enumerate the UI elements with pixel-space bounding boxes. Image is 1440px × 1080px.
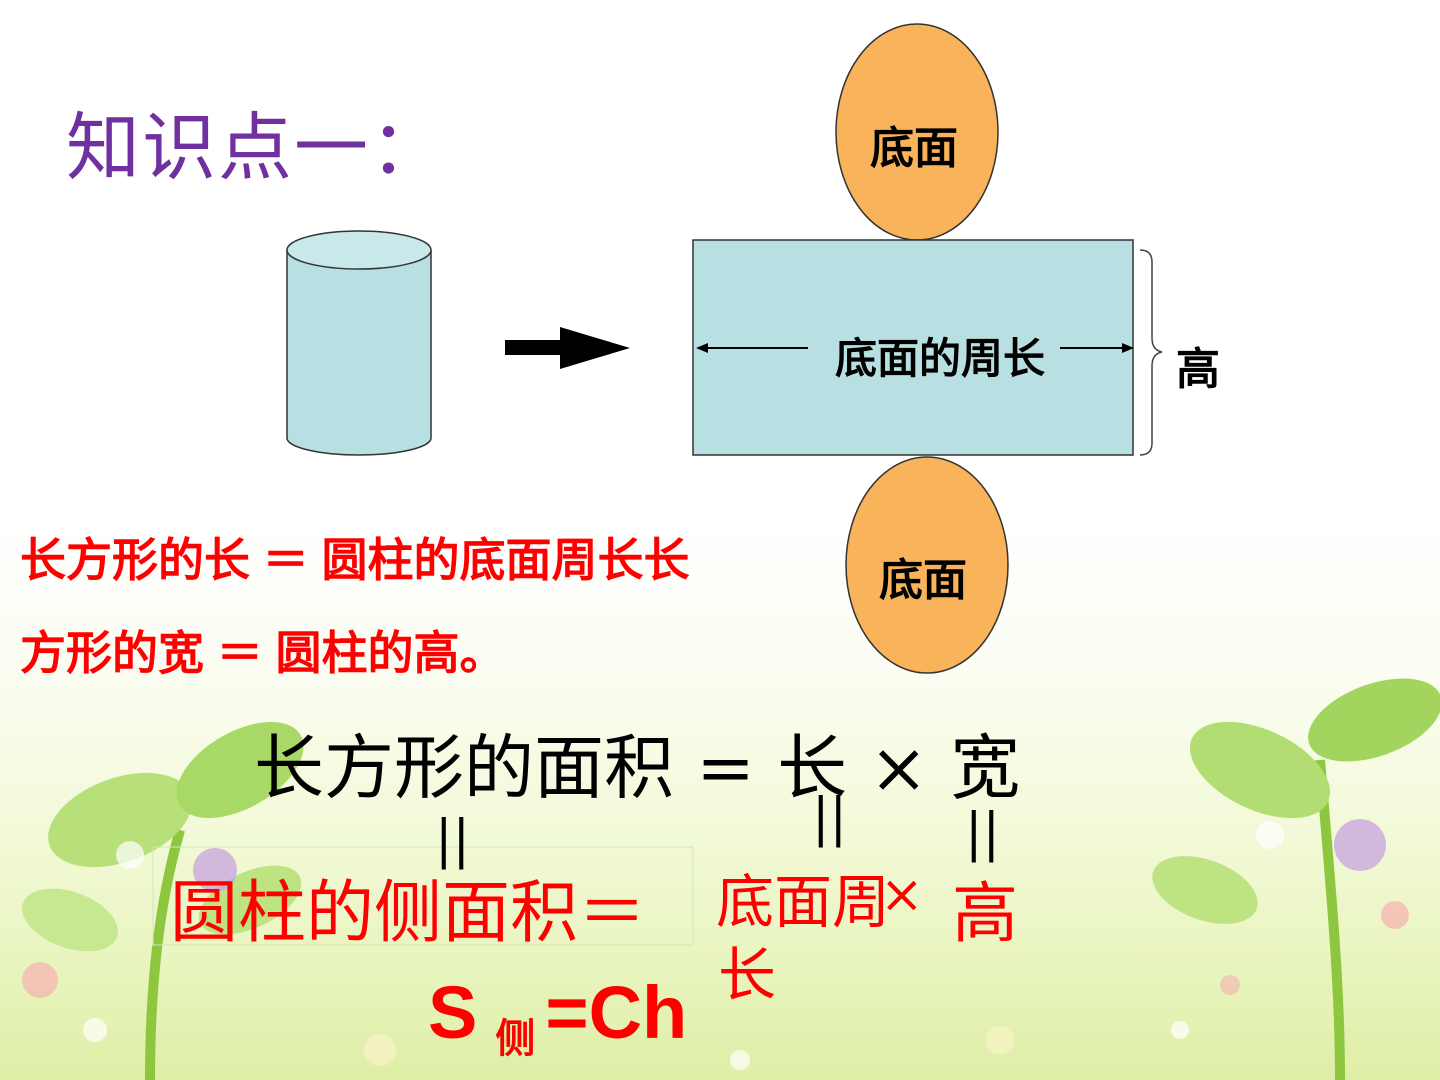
equal-mark-3: || [965, 803, 1001, 863]
statement-line-1: 长方形的长 ＝ 圆柱的底面周长长 [20, 534, 690, 586]
equal-mark-1: || [435, 810, 471, 870]
s-letter: S [428, 971, 478, 1054]
height-text: 高 [952, 875, 1018, 952]
statement-line-2: 方形的宽 ＝ 圆柱的高。 [20, 627, 506, 679]
height-label: 高 [1176, 345, 1220, 394]
dashed-frame [152, 846, 694, 946]
equal-mark-2: || [812, 788, 848, 848]
circumference-label: 底面的周长 [835, 335, 1046, 382]
bottom-base-circle [845, 456, 1009, 674]
bottom-base-label: 底面 [879, 556, 967, 605]
left-sprout [22, 721, 304, 1080]
page-title: 知识点一： [66, 105, 446, 191]
right-arrow-icon [505, 327, 630, 369]
times-sign: × [880, 865, 924, 925]
s-subscript: 侧 [495, 1017, 536, 1061]
base-perimeter-text: 底面周 [716, 868, 891, 936]
height-brace [1139, 249, 1163, 456]
lateral-area-label: 圆柱的侧面积＝ [170, 874, 647, 953]
base-perimeter-text-2: 长 [718, 941, 777, 1009]
right-sprout [1152, 678, 1440, 1080]
bokeh-dots [364, 1021, 1189, 1070]
top-base-label: 底面 [870, 124, 958, 173]
s-equals-ch: =Ch [545, 971, 688, 1054]
cylinder-shape [286, 230, 432, 456]
circumference-arrow [696, 343, 1134, 353]
rect-area-formula: 长方形的面积 = 长 × 宽 [254, 727, 1021, 809]
